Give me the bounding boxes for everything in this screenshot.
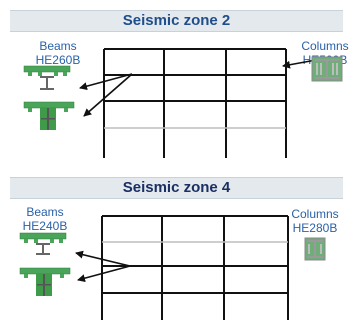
zone2-frame bbox=[103, 48, 287, 158]
zone2-arrows bbox=[79, 59, 317, 117]
zone2-arrow-column bbox=[282, 59, 317, 69]
zone4-columns-word: Columns bbox=[291, 207, 339, 221]
zone2-columns-word: Columns bbox=[301, 39, 349, 53]
zone4-frame bbox=[101, 215, 289, 320]
zone2-beams-word: Beams bbox=[39, 39, 77, 53]
zone2-arrow-beam-b bbox=[83, 73, 133, 117]
zone4-arrow-beam-b bbox=[77, 265, 131, 283]
zone2-column-section bbox=[311, 56, 343, 82]
zone2-beam-section-a bbox=[23, 65, 71, 90]
zone4-columns-label: Columns HE280B bbox=[283, 207, 347, 235]
zone2-beams-label: Beams HE260B bbox=[28, 39, 88, 67]
zone2-arrow-beam-a bbox=[79, 73, 133, 91]
zone4-arrows bbox=[75, 250, 131, 283]
zone4-beams-label: Beams HE240B bbox=[15, 205, 75, 233]
zone4-title-banner: Seismic zone 4 bbox=[10, 177, 343, 199]
zone2-title-banner: Seismic zone 2 bbox=[10, 10, 343, 32]
zone4-column-section bbox=[304, 237, 326, 261]
zone4-arrow-beam-a bbox=[75, 250, 131, 267]
zone4-beams-section: HE240B bbox=[22, 219, 68, 233]
zone4-beam-section-a bbox=[19, 232, 67, 255]
zone4-beams-word: Beams bbox=[26, 205, 64, 219]
zone4-title: Seismic zone 4 bbox=[122, 179, 231, 196]
zone2-beams-section: HE260B bbox=[35, 53, 81, 67]
zone4-columns-section: HE280B bbox=[292, 221, 338, 235]
zone4-beam-section-b bbox=[19, 267, 71, 296]
zone2-title: Seismic zone 2 bbox=[122, 12, 231, 29]
zone2-beam-section-b bbox=[23, 101, 75, 130]
